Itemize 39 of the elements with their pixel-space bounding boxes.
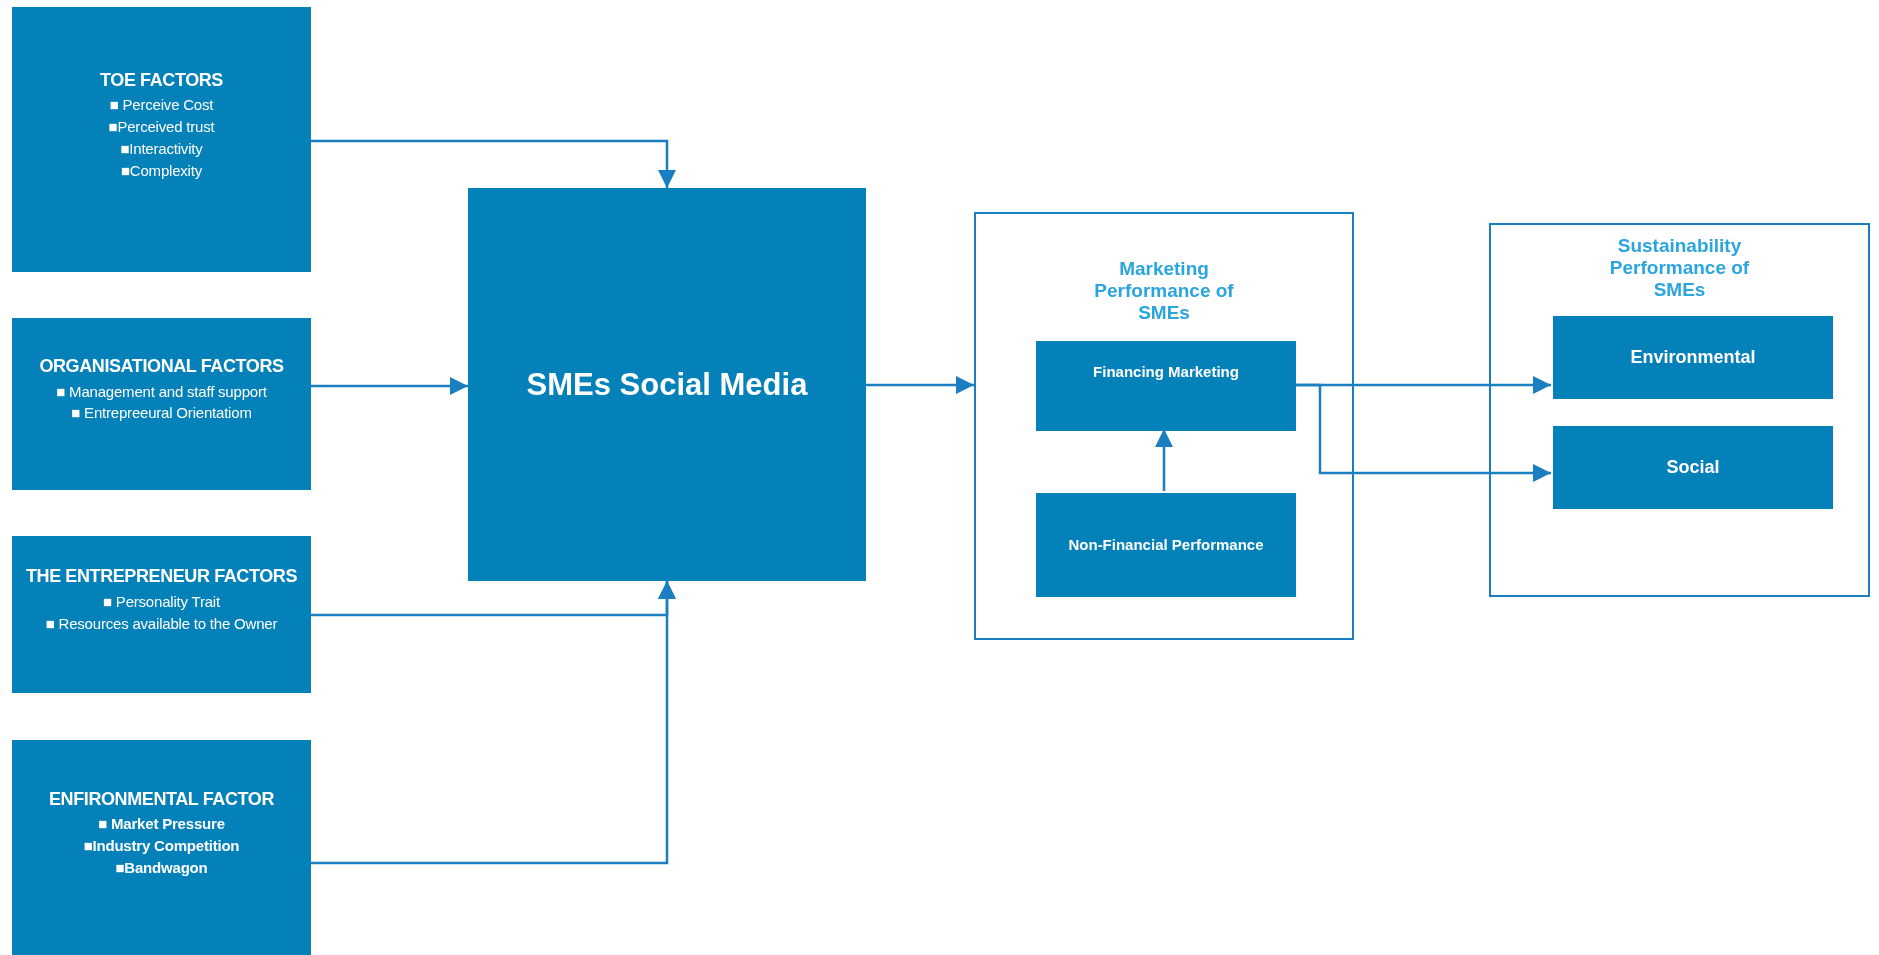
outcome-box	[1553, 426, 1833, 509]
arrow	[866, 376, 974, 394]
group-frame	[1489, 223, 1870, 597]
bullet-item: ■Bandwagon	[115, 857, 208, 878]
factor-box	[12, 318, 311, 490]
bullet-item: ■ Personality Trait	[103, 592, 220, 613]
performance-box	[1036, 341, 1296, 431]
box-title: Environmental	[1630, 346, 1756, 369]
arrow	[1155, 429, 1173, 491]
box-title: ENFIRONMENTAL FACTOR	[49, 788, 274, 811]
group-heading: Sustainability Performance of SMEs	[1608, 235, 1751, 301]
bullet-item: ■ Entrepreeural Orientatiom	[71, 403, 252, 424]
bullet-item: ■Perceived trust	[108, 117, 215, 138]
outcome-box	[1553, 316, 1833, 399]
bullet-item: ■Industry Competition	[83, 835, 240, 856]
group-frame	[974, 212, 1354, 640]
bullet-item: ■Complexity	[120, 160, 203, 181]
box-title: Social	[1666, 456, 1720, 479]
arrow	[311, 377, 468, 395]
arrow	[311, 581, 676, 865]
factor-box	[12, 536, 311, 693]
box-title: Financing Marketing	[1093, 363, 1239, 381]
core-box	[468, 188, 866, 581]
factor-box	[12, 740, 311, 955]
arrow	[311, 139, 676, 188]
box-title: SMEs Social Media	[526, 365, 808, 404]
box-title: ORGANISATIONAL FACTORS	[39, 355, 284, 378]
box-title: TOE FACTORS	[100, 69, 223, 92]
group-heading: Marketing Performance of SMEs	[1093, 258, 1235, 324]
bullet-item: ■ Perceive Cost	[109, 95, 214, 116]
bullet-item: ■ Market Pressure	[98, 814, 225, 835]
performance-box	[1036, 493, 1296, 597]
factor-box	[12, 7, 311, 272]
bullet-item: ■ Management and staff support	[56, 381, 267, 402]
box-title: Non-Financial Performance	[1068, 536, 1264, 554]
bullet-item: ■Interactivity	[120, 138, 203, 159]
arrow	[1294, 383, 1551, 482]
bullet-item: ■ Resources available to the Owner	[45, 613, 278, 634]
box-title: THE ENTREPRENEUR FACTORS	[25, 566, 298, 589]
